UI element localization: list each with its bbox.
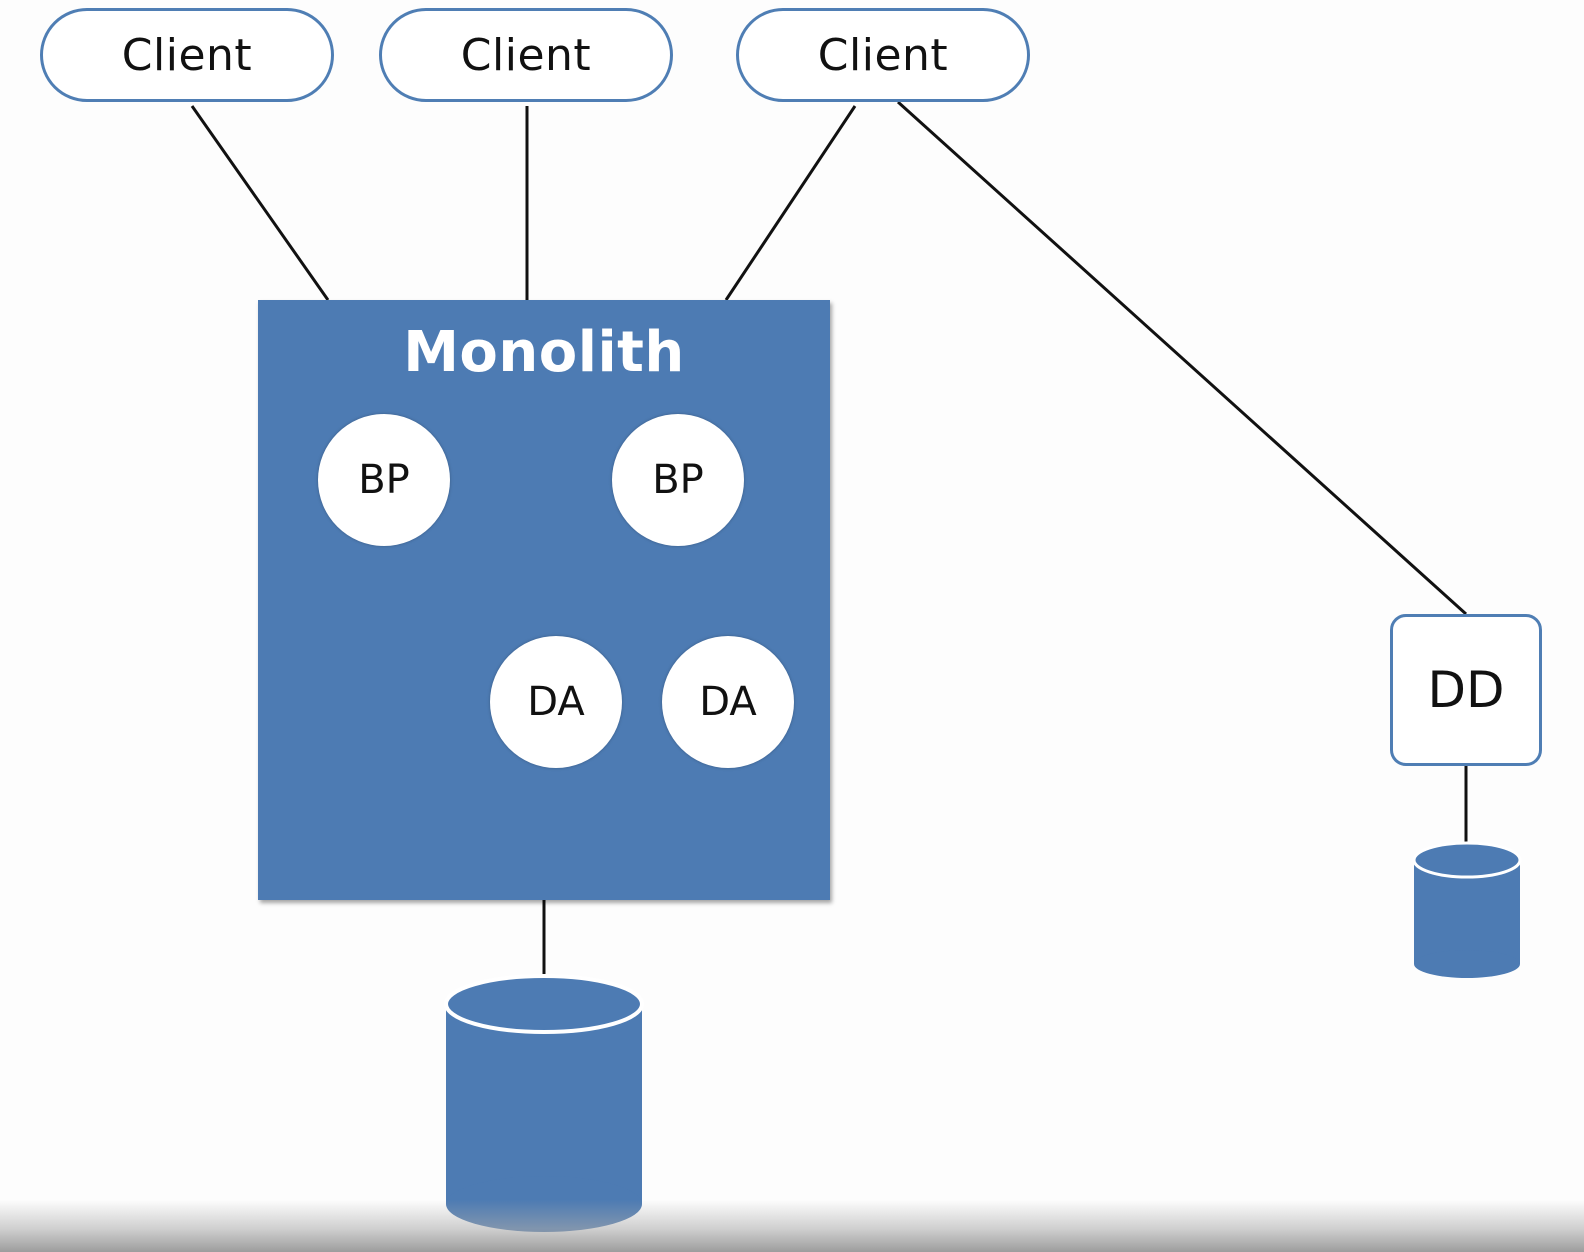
client-label: Client — [121, 29, 253, 81]
client-node-1: Client — [40, 8, 334, 102]
dd-label: DD — [1427, 661, 1505, 719]
dd-node: DD — [1390, 614, 1542, 766]
connector-client3-monolith — [724, 105, 857, 301]
connector-client1-monolith — [190, 105, 330, 301]
component-label: DA — [527, 679, 585, 725]
component-label: BP — [358, 457, 410, 503]
component-label: BP — [652, 457, 704, 503]
bp-component-2: BP — [612, 414, 744, 546]
bottom-shadow-bar — [0, 1200, 1584, 1252]
client-node-2: Client — [379, 8, 673, 102]
monolith-title: Monolith — [403, 320, 685, 385]
dd-database-icon — [1412, 841, 1522, 978]
component-label: DA — [699, 679, 757, 725]
client-label: Client — [460, 29, 592, 81]
da-component-2: DA — [662, 636, 794, 768]
monolith-database-icon — [444, 974, 644, 1232]
bp-component-1: BP — [318, 414, 450, 546]
da-component-1: DA — [490, 636, 622, 768]
client-node-3: Client — [736, 8, 1030, 102]
monolith-box: Monolith BP BP DA DA — [258, 300, 830, 900]
connector-client3-dd — [896, 100, 1468, 616]
client-label: Client — [817, 29, 949, 81]
